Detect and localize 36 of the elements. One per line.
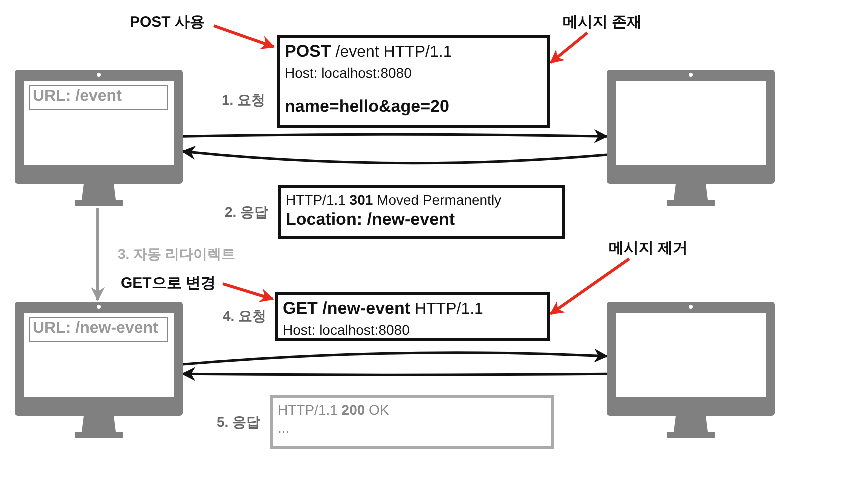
- message-line: HTTP/1.1 200 OK: [278, 401, 390, 419]
- computer-monitor: [15, 70, 183, 206]
- address-bar: URL: /new-event: [29, 317, 168, 342]
- message-line: Host: localhost:8080: [285, 64, 413, 82]
- address-bar: URL: /event: [29, 85, 168, 110]
- computer-monitor: [15, 302, 183, 438]
- step-label: 2. 응답: [225, 204, 269, 222]
- annotation: 메시지 제거: [609, 239, 691, 259]
- step-label: 4. 요청: [223, 308, 267, 326]
- message-box: [278, 185, 565, 239]
- arrow: [182, 367, 608, 382]
- message-line: ...: [278, 419, 291, 437]
- message-line: HTTP/1.1 301 Moved Permanently: [286, 191, 503, 209]
- message-box: [275, 292, 550, 341]
- arrow: [182, 129, 608, 144]
- step-label: 1. 요청: [222, 92, 266, 110]
- annotation: POST 사용: [130, 13, 212, 33]
- arrow: [182, 348, 608, 366]
- computer-monitor: [607, 302, 775, 438]
- message-line: POST /event HTTP/1.1: [285, 41, 454, 63]
- arrow: [222, 282, 274, 302]
- message-line: GET /new-event HTTP/1.1: [283, 298, 484, 320]
- step-label: 5. 응답: [217, 414, 261, 432]
- message-box: [277, 35, 550, 128]
- arrow: [182, 146, 608, 165]
- annotation: GET으로 변경: [121, 274, 221, 294]
- computer-monitor: [607, 70, 775, 206]
- arrow: [214, 24, 276, 50]
- arrow: [550, 258, 630, 316]
- message-box: [270, 395, 554, 449]
- edge-label: 3. 자동 리다이렉트: [116, 246, 238, 264]
- annotation: 메시지 존재: [563, 13, 645, 33]
- arrow: [550, 32, 589, 64]
- message-line: Location: /new-event: [286, 209, 456, 231]
- message-line: name=hello&age=20: [285, 96, 450, 118]
- message-line: Host: localhost:8080: [283, 321, 411, 339]
